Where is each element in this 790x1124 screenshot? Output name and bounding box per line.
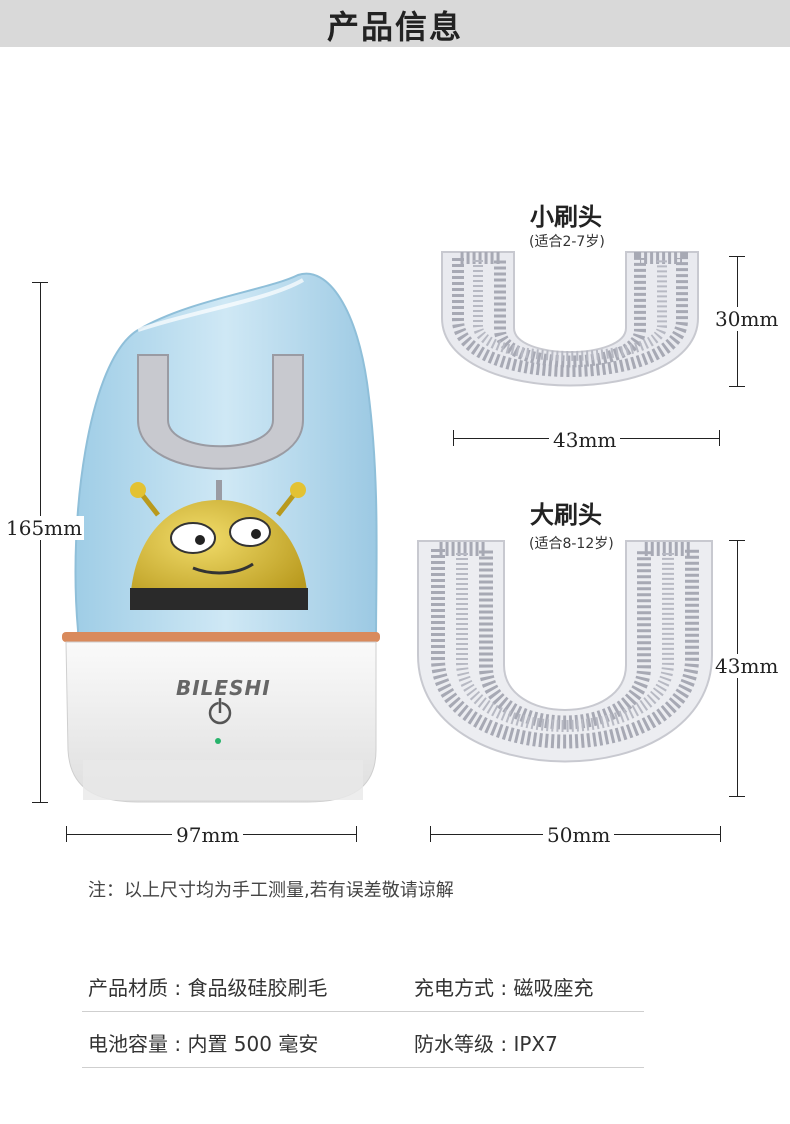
dim-tick (720, 826, 721, 842)
spec-charging: 充电方式 : 磁吸座充 (414, 976, 594, 1000)
large-head-width-label: 50mm (543, 823, 615, 847)
toothbrush-device-image (62, 272, 380, 803)
dim-tick (729, 796, 745, 797)
small-head-height-label: 30mm (713, 307, 781, 331)
device-width-label: 97mm (172, 823, 244, 847)
large-head-title: 大刷头 (530, 501, 602, 529)
spec-row: 电池容量 : 内置 500 毫安 防水等级 : IPX7 (82, 1016, 644, 1068)
dim-line (40, 282, 41, 802)
large-head-subtitle: (适合8-12岁) (529, 536, 614, 552)
large-head-height-label: 43mm (713, 654, 781, 678)
spec-waterproof: 防水等级 : IPX7 (414, 1032, 558, 1056)
spec-battery: 电池容量 : 内置 500 毫安 (88, 1032, 319, 1056)
dim-tick (32, 802, 48, 803)
spec-material: 产品材质 : 食品级硅胶刷毛 (88, 976, 328, 1000)
small-head-subtitle: (适合2-7岁) (529, 234, 605, 250)
small-head-width-label: 43mm (549, 428, 621, 452)
spec-row: 产品材质 : 食品级硅胶刷毛 充电方式 : 磁吸座充 (82, 960, 644, 1012)
page-title: 产品信息 (326, 8, 463, 46)
header-bar: 产品信息 (0, 0, 790, 47)
dim-tick (356, 826, 357, 842)
small-brush-head-image (441, 251, 699, 387)
measurement-note: 注：以上尺寸均为手工测量,若有误差敬请谅解 (88, 880, 454, 901)
brand-logo: BILESHI (176, 676, 271, 700)
dim-tick (719, 430, 720, 446)
small-head-title: 小刷头 (530, 203, 602, 231)
large-brush-head-image (417, 540, 713, 763)
dim-tick (729, 386, 745, 387)
device-height-label: 165mm (4, 516, 85, 540)
